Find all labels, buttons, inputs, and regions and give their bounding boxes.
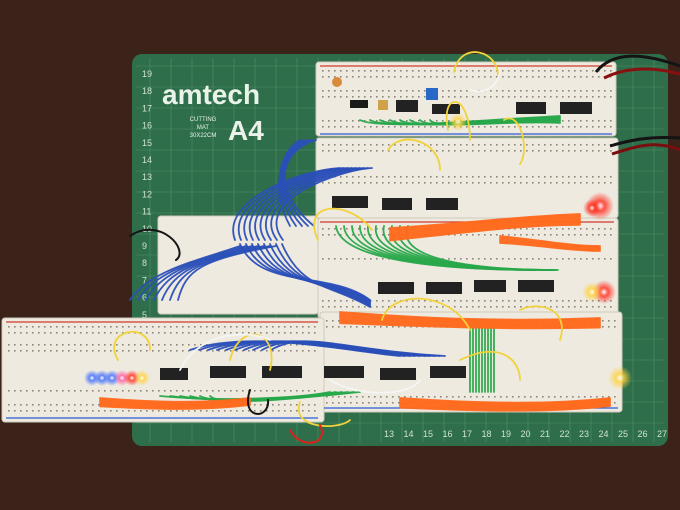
mat-bottom-ruler: 13 14 15 16 17 18 19 20 21 22 23 24 25 26 27 [384, 429, 667, 439]
ruler-number: 24 [599, 429, 609, 439]
ic-chip [380, 368, 416, 380]
ruler-number: 19 [501, 429, 511, 439]
ic-chip [160, 368, 188, 380]
mat-line2: MAT [197, 125, 210, 131]
ruler-number: 12 [142, 189, 152, 199]
ruler-number: 18 [142, 86, 152, 96]
ic-chip [560, 102, 592, 114]
ruler-number: 20 [521, 429, 531, 439]
ic-chip [426, 198, 458, 210]
led-glow [134, 370, 150, 386]
ic-chip [378, 282, 414, 294]
ruler-number: 21 [540, 429, 550, 439]
ruler-number: 23 [579, 429, 589, 439]
ruler-number: 9 [142, 241, 147, 251]
ruler-number: 6 [142, 293, 147, 303]
ruler-number: 16 [443, 429, 453, 439]
ruler-number: 19 [142, 69, 152, 79]
jumper-wires [99, 51, 611, 444]
ic-chip [430, 366, 466, 378]
power-cables [594, 54, 680, 156]
ruler-number: 14 [142, 155, 152, 165]
ic-chips [160, 100, 592, 380]
ruler-number: 22 [560, 429, 570, 439]
ic-chip [426, 282, 462, 294]
led-glow [608, 366, 632, 390]
ruler-number: 10 [142, 224, 152, 234]
ruler-number: 13 [142, 172, 152, 182]
ruler-number: 16 [142, 121, 152, 131]
leds [84, 113, 632, 390]
ruler-number: 8 [142, 258, 147, 268]
ruler-number: 15 [423, 429, 433, 439]
ic-chip [432, 104, 460, 114]
led-glow [449, 113, 467, 131]
ruler-number: 13 [384, 429, 394, 439]
ruler-number: 5 [142, 310, 147, 320]
ic-chip [382, 198, 412, 210]
small-components [332, 77, 438, 110]
mat-brand: amtech [162, 79, 260, 110]
ruler-number: 15 [142, 138, 152, 148]
ic-chip [210, 366, 246, 378]
ic-chip [332, 196, 368, 208]
ruler-number: 7 [142, 275, 147, 285]
ic-chip [396, 100, 418, 112]
ruler-number: 27 [657, 429, 667, 439]
mat-model: A4 [228, 115, 264, 146]
ruler-number: 25 [618, 429, 628, 439]
ic-chip [262, 366, 302, 378]
mat-line1: CUTTING [190, 117, 217, 123]
ruler-number: 14 [404, 429, 414, 439]
ruler-number: 26 [638, 429, 648, 439]
ic-chip [474, 280, 506, 292]
ruler-number: 11 [142, 207, 151, 217]
ruler-number: 17 [142, 103, 152, 113]
mat-left-ruler: 191817161514131211109876543 [142, 69, 152, 354]
ruler-number: 18 [482, 429, 492, 439]
ic-chip [324, 366, 364, 378]
ruler-number: 17 [462, 429, 472, 439]
ic-chip [516, 102, 546, 114]
mat-line3: 30X22CM [190, 133, 217, 139]
led-glow [582, 282, 602, 302]
led-glow [583, 199, 601, 217]
ic-chip [518, 280, 554, 292]
